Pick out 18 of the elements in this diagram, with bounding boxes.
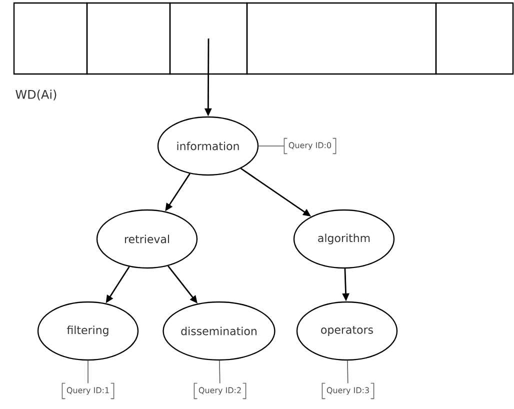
query-tag: Query ID:3	[322, 382, 374, 400]
query-tag: Query ID:2	[194, 382, 246, 400]
ellipse-node: dissemination	[162, 301, 276, 361]
leader-line	[219, 360, 220, 384]
leader-line	[347, 360, 348, 384]
ellipse-node: algorithm	[293, 209, 395, 269]
array-cell	[246, 2, 437, 75]
query-tag: Query ID:1	[62, 382, 114, 400]
ellipse-node: operators	[296, 301, 398, 361]
array-cell	[169, 2, 248, 75]
ellipse-node: retrieval	[96, 209, 198, 269]
label: WD(Ai)	[16, 90, 56, 100]
ellipse-node: filtering	[37, 301, 139, 361]
query-tag: Query ID:0	[284, 138, 336, 154]
array-cell	[435, 2, 514, 75]
array-cell	[13, 2, 88, 75]
ellipse-node: information	[157, 116, 259, 176]
array-cell	[86, 2, 171, 75]
